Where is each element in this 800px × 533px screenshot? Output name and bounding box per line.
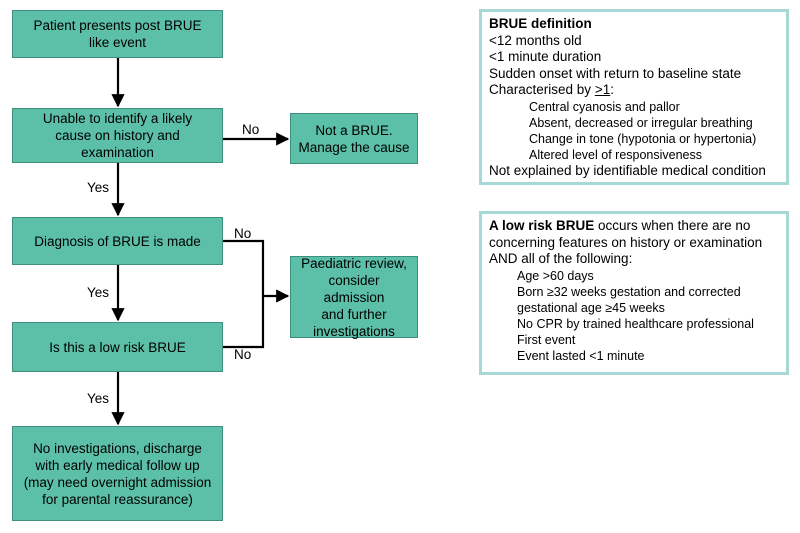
definition-characterised: Characterised by >1: <box>489 82 614 97</box>
node-diagnosis-made-text: Diagnosis of BRUE is made <box>34 233 201 249</box>
low-risk-criterion: Age >60 days <box>517 268 594 283</box>
low-risk-criterion: Event lasted <1 minute <box>517 348 645 363</box>
connector-diagnosis-no <box>223 239 265 349</box>
definition-title: BRUE definition <box>489 16 592 31</box>
low-risk-brue-panel: A low risk BRUE occurs when there are no… <box>479 211 789 375</box>
low-risk-criterion: First event <box>517 332 576 347</box>
node-paediatric-review: Paediatric review, consider admission an… <box>290 255 418 339</box>
label-no-diagnosis: No <box>234 226 252 241</box>
node-not-a-brue: Not a BRUE. Manage the cause <box>290 113 418 164</box>
node-diagnosis-made: Diagnosis of BRUE is made <box>12 217 223 265</box>
node-not-a-brue-text: Not a BRUE. Manage the cause <box>298 122 410 155</box>
node-paediatric-review-text: Paediatric review, consider admission an… <box>301 255 407 339</box>
definition-line: <12 months old <box>489 32 582 48</box>
definition-line: Sudden onset with return to baseline sta… <box>489 65 742 81</box>
node-unable-to-identify-text: Unable to identify a likely cause on his… <box>42 111 193 160</box>
node-unable-to-identify: Unable to identify a likely cause on his… <box>12 108 223 163</box>
node-patient-presents-text: Patient presents post BRUE like event <box>33 18 202 50</box>
low-risk-criterion: No CPR by trained healthcare professiona… <box>517 316 754 331</box>
definition-line: <1 minute duration <box>489 49 602 64</box>
brue-definition-panel: BRUE definition <12 months old <1 minute… <box>479 9 789 185</box>
definition-feature: Altered level of responsiveness <box>529 147 703 162</box>
label-yes-diagnosis: Yes <box>87 180 110 195</box>
definition-feature: Absent, decreased or irregular breathing <box>529 115 753 130</box>
low-risk-criterion: Born ≥32 weeks gestation and corrected g… <box>517 284 741 315</box>
node-patient-presents: Patient presents post BRUE like event <box>12 10 223 58</box>
definition-feature: Central cyanosis and pallor <box>529 99 680 114</box>
label-yes-discharge: Yes <box>87 391 110 406</box>
low-risk-intro: A low risk BRUE occurs when there are no… <box>489 218 763 266</box>
label-no-low-risk: No <box>234 347 252 362</box>
definition-feature: Change in tone (hypotonia or hypertonia) <box>529 131 757 146</box>
node-low-risk-question: Is this a low risk BRUE <box>12 322 223 372</box>
node-discharge-text: No investigations, discharge with early … <box>23 440 212 507</box>
node-discharge: No investigations, discharge with early … <box>12 426 223 521</box>
node-low-risk-question-text: Is this a low risk BRUE <box>49 339 186 355</box>
label-yes-low-risk: Yes <box>87 285 110 300</box>
definition-last: Not explained by identifiable medical co… <box>489 162 766 178</box>
label-no-not-brue: No <box>242 122 260 137</box>
